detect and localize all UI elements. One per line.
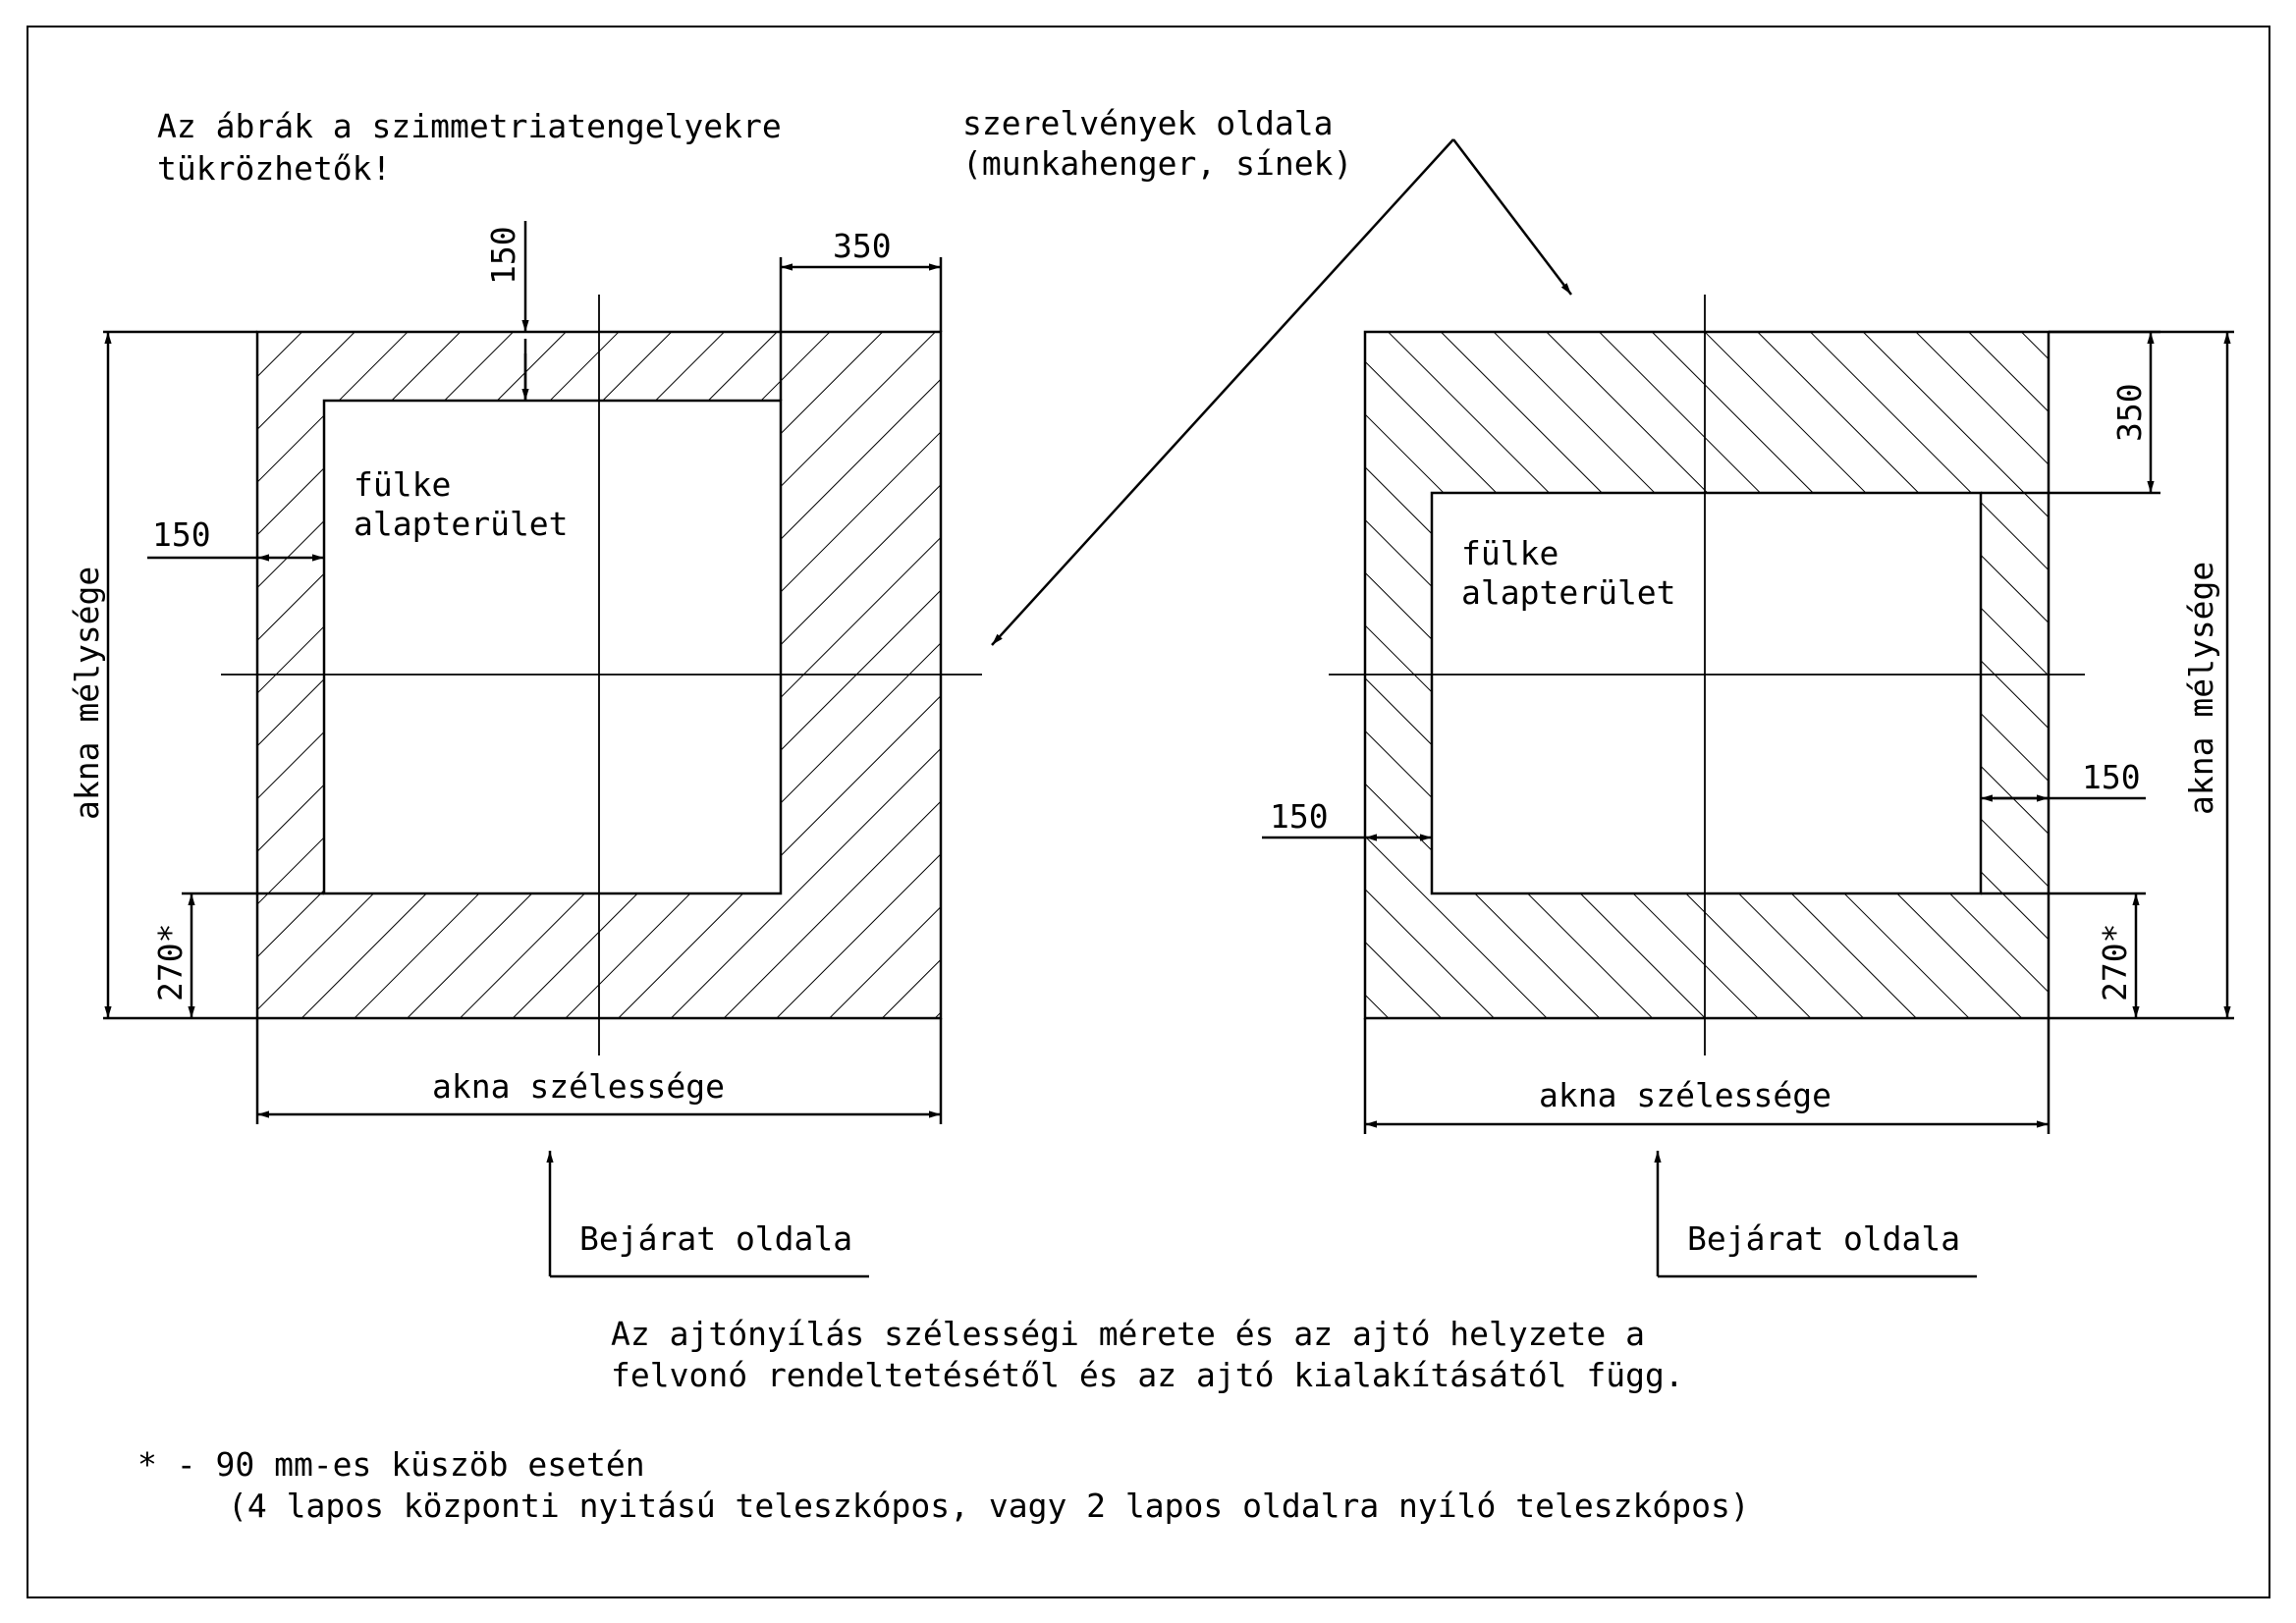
note-top-line2: tükrözhetők! bbox=[157, 149, 391, 188]
left-dim-left: 150 bbox=[152, 515, 211, 554]
right-cabin-outline bbox=[1430, 491, 1983, 895]
door-note-line2: felvonó rendeltetésétől és az ajtó kiala… bbox=[611, 1356, 1684, 1394]
right-dim-left: 150 bbox=[1270, 797, 1329, 836]
fittings-leader-lines bbox=[991, 138, 1572, 646]
right-cabin-label-line2: alapterület bbox=[1461, 573, 1676, 612]
right-cabin-label-line1: fülke bbox=[1461, 534, 1558, 572]
fittings-label-line2: (munkahenger, sínek) bbox=[962, 144, 1352, 183]
note-top-line1: Az ábrák a szimmetriatengelyekre bbox=[157, 107, 782, 145]
right-width-label: akna szélessége bbox=[1539, 1076, 1831, 1114]
left-dim-bottom: 270* bbox=[151, 924, 190, 1001]
right-shaft-hatch bbox=[1365, 332, 2049, 1018]
left-width-label: akna szélessége bbox=[432, 1067, 725, 1106]
right-dim-right: 150 bbox=[2082, 758, 2141, 796]
left-depth-label: akna mélysége bbox=[68, 567, 106, 820]
left-dim-right: 350 bbox=[833, 227, 892, 265]
right-entrance-label: Bejárat oldala bbox=[1687, 1219, 1960, 1258]
footnote-line1: * - 90 mm-es küszöb esetén bbox=[137, 1445, 645, 1484]
footnote-line2: (4 lapos központi nyitású teleszkópos, v… bbox=[228, 1487, 1750, 1525]
right-depth-label: akna mélysége bbox=[2182, 562, 2220, 815]
left-cabin-label-line2: alapterület bbox=[354, 505, 569, 543]
right-shaft-plan: fülke alapterület 350 akna mélysége 150 … bbox=[1262, 295, 2234, 1278]
door-note-line1: Az ajtónyílás szélességi mérete és az aj… bbox=[611, 1315, 1645, 1353]
left-shaft-plan: fülke alapterület 150 350 150 akna mélys… bbox=[68, 221, 982, 1278]
left-cabin-outline bbox=[322, 399, 783, 895]
left-dim-top: 150 bbox=[484, 226, 522, 285]
right-dim-top: 350 bbox=[2110, 383, 2149, 442]
fittings-label-line1: szerelvények oldala bbox=[962, 104, 1334, 142]
sheet-border bbox=[27, 26, 2270, 1598]
left-entrance-label: Bejárat oldala bbox=[579, 1219, 852, 1258]
left-cabin-label-line1: fülke bbox=[354, 465, 451, 504]
right-dim-bottom: 270* bbox=[2096, 924, 2134, 1001]
